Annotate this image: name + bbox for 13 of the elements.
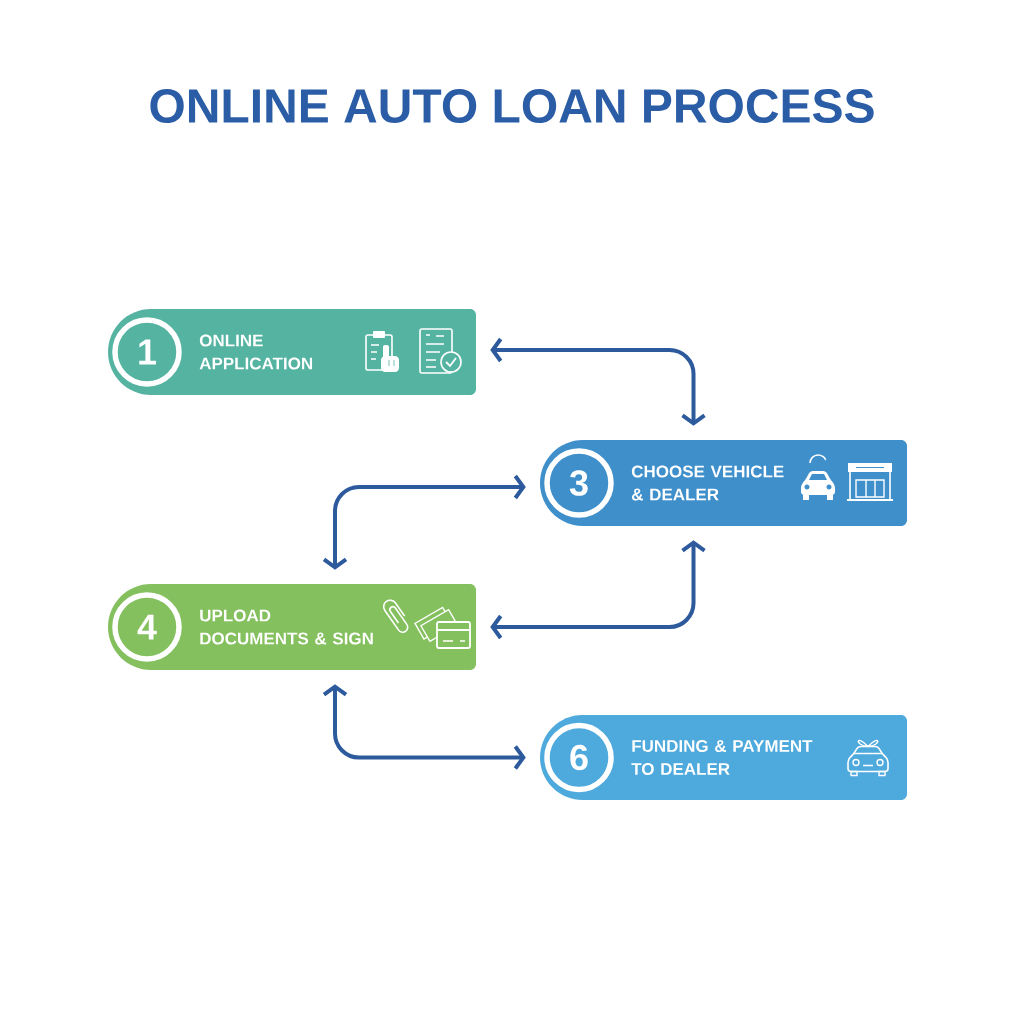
- connector-arrow: [322, 684, 526, 770]
- step-label: CHOOSE VEHICLE & DEALER: [631, 465, 784, 501]
- step-label: ONLINE APPLICATION: [199, 334, 313, 370]
- step-label: FUNDING & PAYMENT TO DEALER: [631, 740, 813, 776]
- connector-arrow: [490, 540, 706, 640]
- number-badge: 4: [112, 592, 182, 662]
- step-label: UPLOAD DOCUMENTS & SIGN: [200, 609, 373, 645]
- number-badge: 1: [112, 317, 182, 387]
- number-badge: 3: [544, 448, 614, 518]
- connector-arrow: [322, 474, 526, 570]
- connector-arrow: [490, 337, 706, 426]
- number-badge: 6: [544, 722, 614, 793]
- title: ONLINE AUTO LOAN PROCESS: [150, 89, 874, 123]
